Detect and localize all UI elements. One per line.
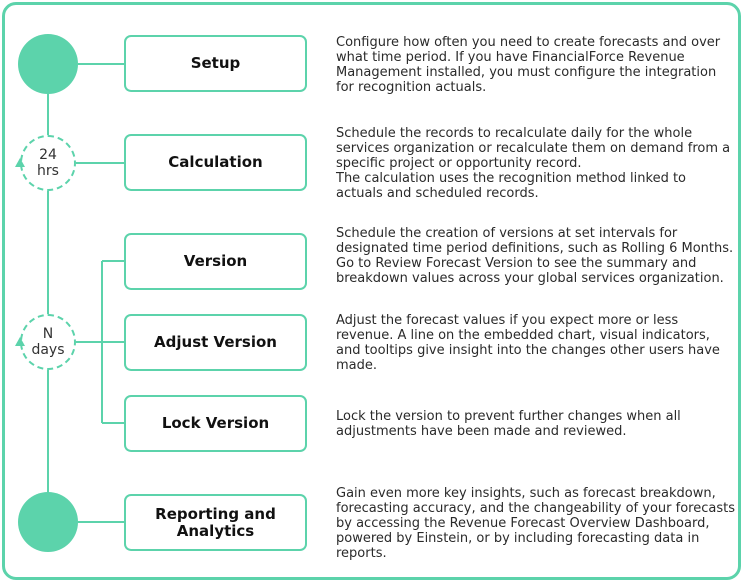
timer-n-days-value: N	[42, 326, 54, 342]
timer-24-hrs-value: 24	[39, 147, 57, 163]
step-version-label: Version	[183, 252, 248, 270]
step-reporting-analytics-description: Gain even more key insights, such as for…	[336, 486, 735, 561]
step-version: Version	[124, 233, 307, 290]
step-reporting-analytics: Reporting and Analytics	[124, 494, 307, 551]
step-adjust-version-description: Adjust the forecast values if you expect…	[336, 313, 720, 373]
diagram-frame	[2, 2, 741, 580]
step-adjust-version: Adjust Version	[124, 314, 307, 371]
timer-24-hrs-unit: hrs	[37, 163, 59, 179]
step-reporting-analytics-label: Reporting and Analytics	[155, 504, 276, 540]
step-setup-label: Setup	[190, 54, 241, 72]
step-version-description: Schedule the creation of versions at set…	[336, 226, 734, 286]
timer-n-days-arrow-icon	[15, 337, 25, 346]
timer-24-hrs-arrow-icon	[15, 158, 25, 167]
step-setup: Setup	[124, 35, 307, 92]
step-lock-version-description: Lock the version to prevent further chan…	[336, 409, 681, 439]
timer-n-days-unit: days	[31, 342, 65, 358]
step-calculation-label: Calculation	[168, 153, 263, 171]
step-lock-version: Lock Version	[124, 395, 307, 452]
end-node	[18, 492, 78, 552]
start-node	[18, 34, 78, 94]
step-lock-version-label: Lock Version	[161, 414, 270, 432]
step-setup-description: Configure how often you need to create f…	[336, 35, 721, 95]
step-adjust-version-label: Adjust Version	[154, 333, 277, 351]
step-calculation: Calculation	[124, 134, 307, 191]
timer-24-hrs: 24 hrs	[20, 135, 76, 191]
timer-n-days: N days	[20, 314, 76, 370]
step-calculation-description: Schedule the records to recalculate dail…	[336, 126, 731, 201]
